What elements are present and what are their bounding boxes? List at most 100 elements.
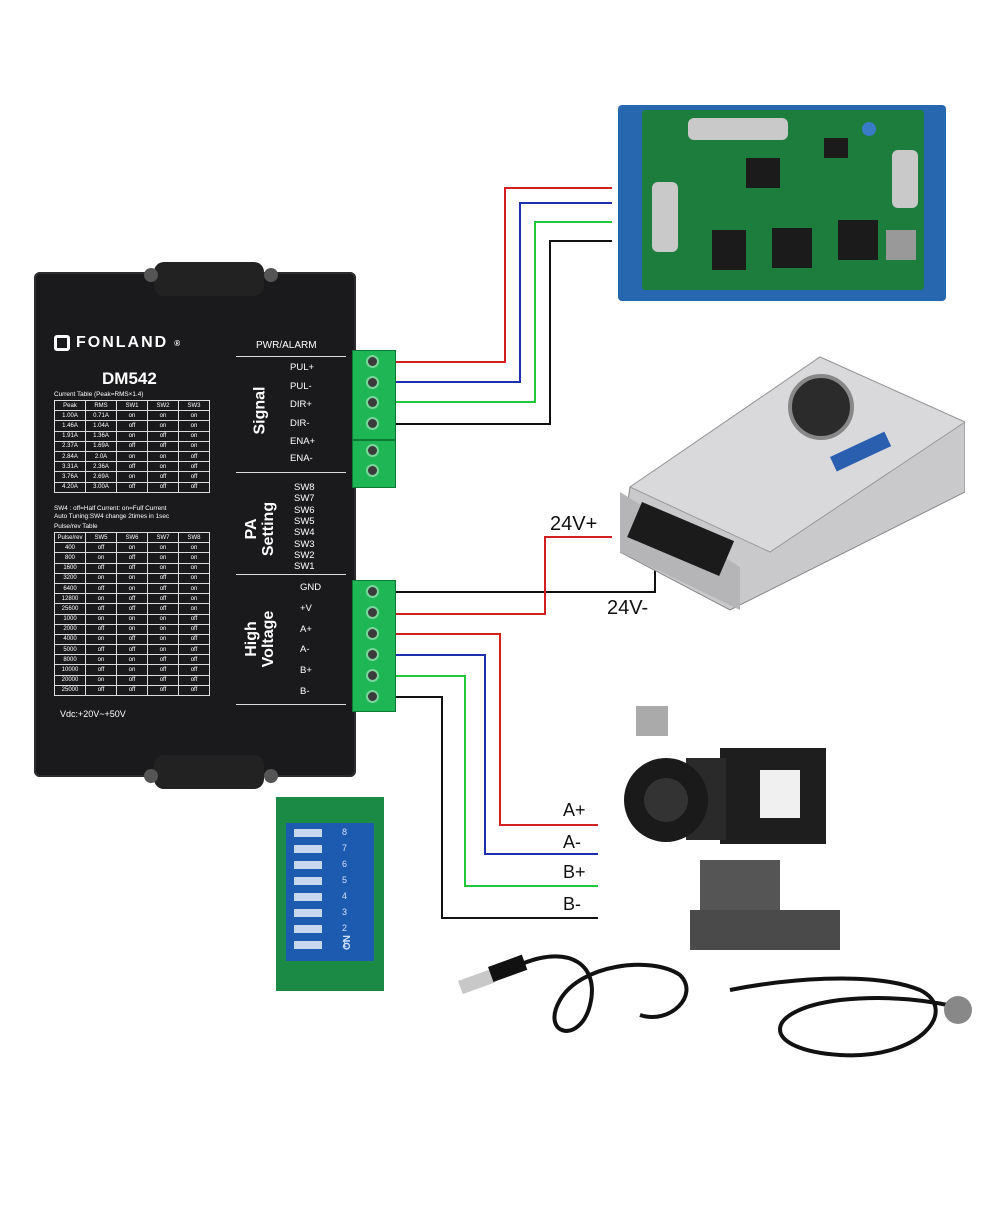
table-cell: off xyxy=(85,542,117,554)
wire-dir-minus xyxy=(392,240,612,425)
mounting-hole xyxy=(144,268,158,282)
table-cell: 12800 xyxy=(54,593,86,605)
table-cell: on xyxy=(178,603,210,615)
table-cell: on xyxy=(178,410,210,422)
table-cell: 25600 xyxy=(54,603,86,615)
dip-number: 4 xyxy=(342,891,348,901)
table-cell: on xyxy=(147,410,179,422)
motor-label: A+ xyxy=(563,800,586,820)
table-cell: on xyxy=(85,633,117,646)
table-cell: 2000 xyxy=(54,623,86,635)
pa-label-line-2: Setting xyxy=(260,501,277,557)
table-cell: off xyxy=(178,461,210,473)
table-cell: 1.91A xyxy=(54,430,86,442)
table-cell: on xyxy=(116,613,148,625)
divider xyxy=(236,356,346,357)
table-cell: on xyxy=(85,654,117,666)
pulse-table-title: Pulse/rev Table xyxy=(54,523,98,530)
chip xyxy=(772,228,812,268)
table-cell: 5000 xyxy=(54,644,86,656)
wire-gnd xyxy=(392,570,656,593)
table-cell: off xyxy=(116,440,148,452)
wire-pul-plus xyxy=(392,187,612,363)
table-cell: off xyxy=(147,674,179,686)
motor-label: A- xyxy=(563,832,581,852)
pin-label: DIR+ xyxy=(290,399,312,410)
table-cell: off xyxy=(85,603,117,615)
dip-lever xyxy=(294,845,322,853)
wire-vplus xyxy=(392,536,612,615)
table-cell: 4000 xyxy=(54,633,86,646)
pin-label: SW1 xyxy=(294,561,315,573)
table-cell: on xyxy=(147,562,179,574)
table-cell: on xyxy=(178,420,210,432)
controller-board xyxy=(618,105,946,301)
table-cell: off xyxy=(178,613,210,625)
table-cell: off xyxy=(178,684,210,697)
mounting-tab-top xyxy=(154,262,264,296)
table-cell: 1.04A xyxy=(85,420,117,432)
dip-number: 8 xyxy=(342,827,348,837)
dip-lever xyxy=(294,893,322,901)
table-cell: off xyxy=(116,420,148,432)
table-cell: on xyxy=(178,552,210,564)
wire-a-plus xyxy=(392,633,598,826)
wire-dir-plus xyxy=(392,221,612,403)
table-cell: off xyxy=(147,572,179,584)
registered-mark: ® xyxy=(174,338,183,348)
table-header-cell: SW5 xyxy=(85,531,117,544)
table-cell: 10000 xyxy=(54,664,86,676)
table-cell: on xyxy=(147,552,179,564)
signal-section-label: Signal xyxy=(251,386,269,435)
table-cell: off xyxy=(116,481,148,493)
table-header-cell: SW1 xyxy=(116,399,148,412)
table-cell: off xyxy=(178,664,210,676)
table-cell: 1600 xyxy=(54,562,86,574)
dip-number: 2 xyxy=(342,923,348,933)
dip-lever xyxy=(294,909,322,917)
table-cell: on xyxy=(178,440,210,452)
hv-label-line-1: High xyxy=(243,621,260,657)
table-cell: 1.36A xyxy=(85,430,117,442)
usb-port xyxy=(886,230,916,260)
alarm-label: PWR/ALARM xyxy=(256,340,317,351)
screw-icon xyxy=(366,376,379,389)
table-cell: 1.69A xyxy=(85,440,117,452)
table-cell: off xyxy=(85,562,117,574)
table-cell: off xyxy=(116,644,148,656)
pin-label: SW6 xyxy=(294,504,315,516)
screw-icon xyxy=(366,585,379,598)
motor-label: B- xyxy=(563,894,581,914)
pcb xyxy=(642,110,924,290)
table-cell: 20000 xyxy=(54,674,86,686)
table-cell: off xyxy=(147,471,179,483)
capacitor xyxy=(862,122,876,136)
table-cell: 25000 xyxy=(54,684,86,697)
table-cell: on xyxy=(147,450,179,463)
table-cell: off xyxy=(147,684,179,697)
mounting-hole xyxy=(144,769,158,783)
screw-icon xyxy=(366,669,379,682)
table-cell: on xyxy=(116,572,148,584)
model-name: DM542 xyxy=(102,369,157,388)
table-header-cell: SW8 xyxy=(178,531,210,544)
screw-icon xyxy=(366,396,379,409)
pin-label: GND xyxy=(300,582,322,593)
table-cell: 1.46A xyxy=(54,420,86,432)
table-cell: on xyxy=(116,654,148,666)
table-cell: off xyxy=(147,654,179,666)
table-cell: on xyxy=(116,582,148,595)
